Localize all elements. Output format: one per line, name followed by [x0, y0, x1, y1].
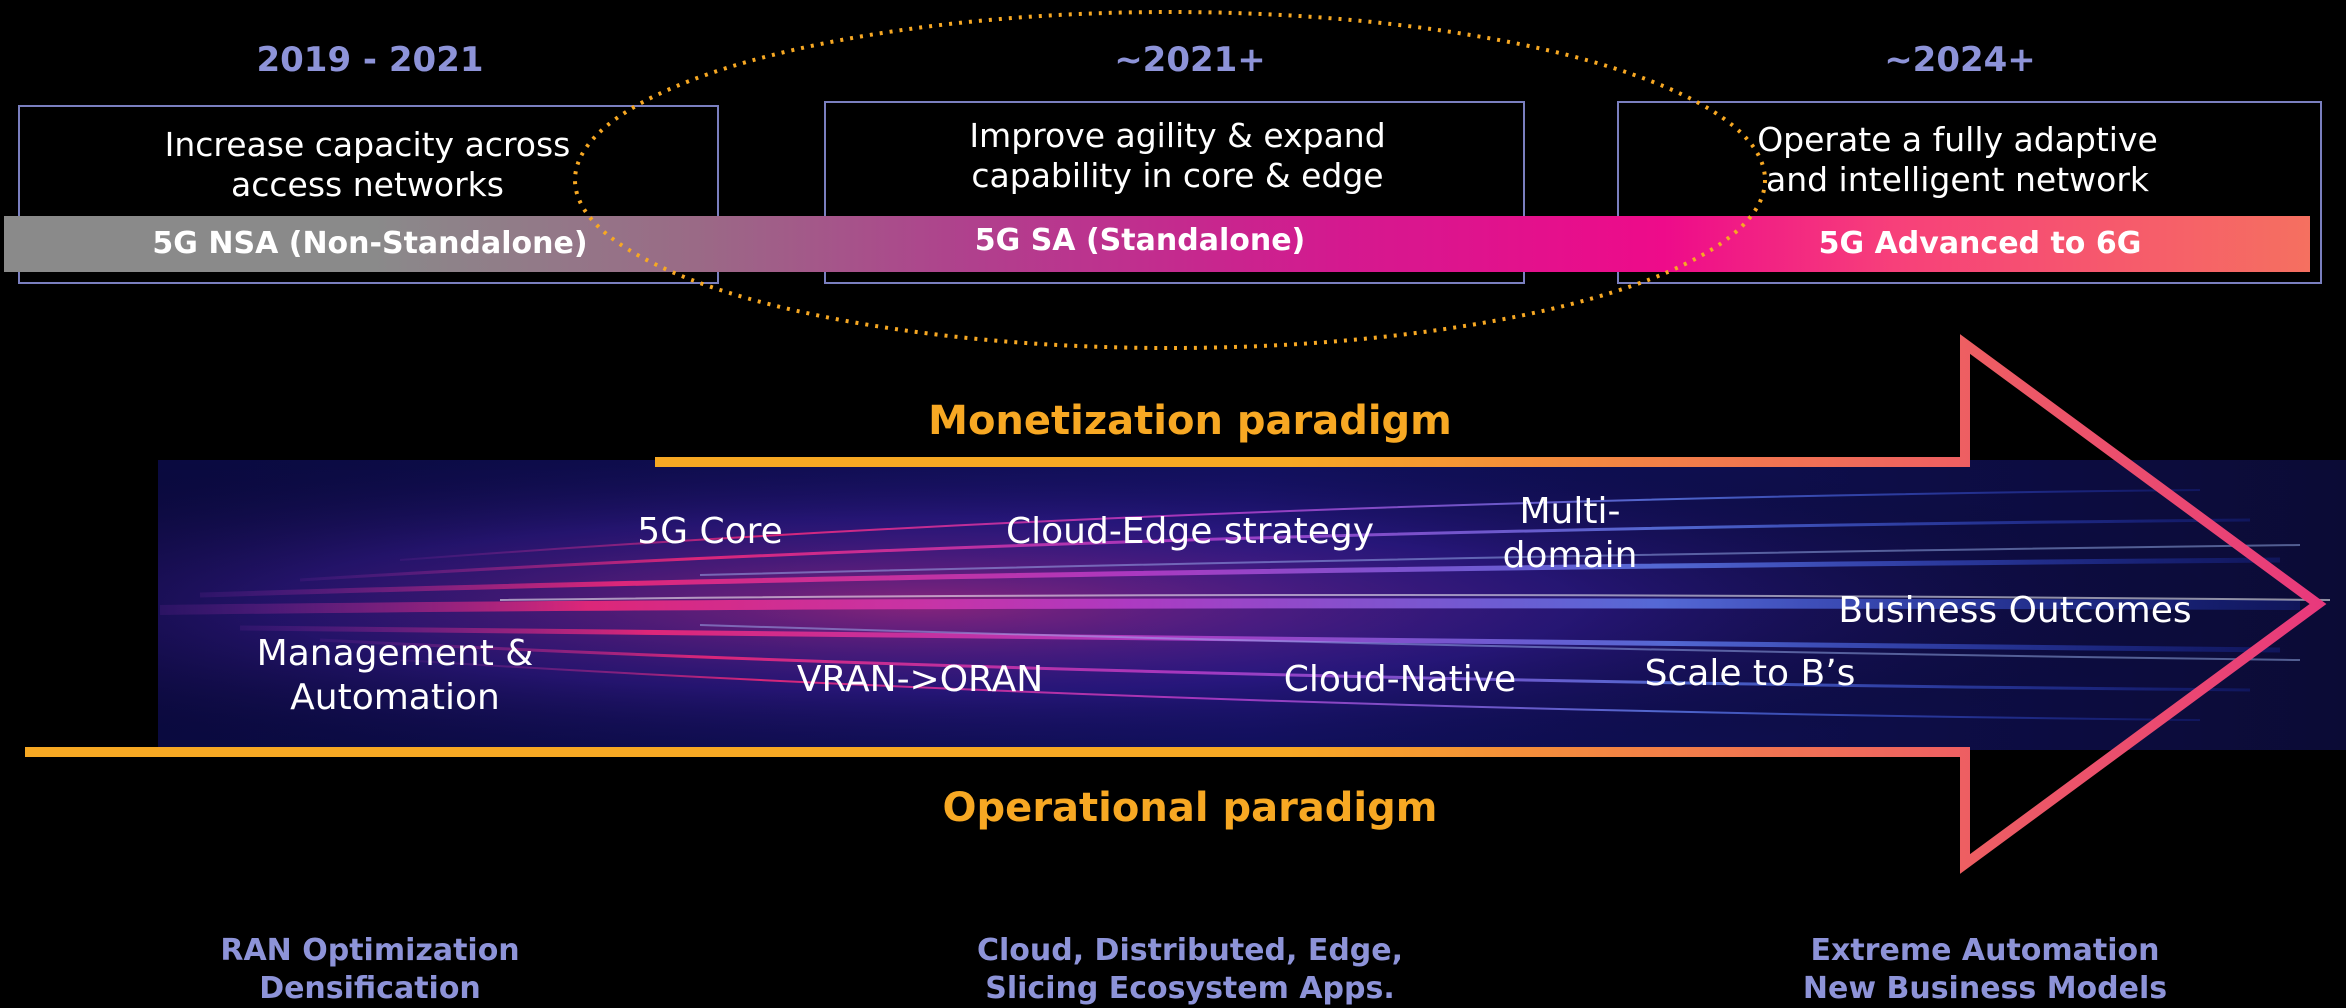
- operational-paradigm: Operational paradigm: [942, 785, 1438, 831]
- bottom-label-3: Extreme Automation New Business Models: [1765, 932, 2205, 1008]
- label-management-line2: Automation: [290, 677, 500, 718]
- label-business-outcomes: Business Outcomes: [1838, 590, 2192, 631]
- era-box-2: [824, 101, 1525, 284]
- era-box-1: [18, 105, 719, 284]
- monetization-paradigm: Monetization paradigm: [928, 398, 1452, 444]
- band-label-advanced: 5G Advanced to 6G: [1818, 226, 2142, 261]
- era-year-2: ~2021+: [1114, 40, 1266, 80]
- big-arrow-outline: [25, 334, 2327, 874]
- era-description-1-line2: access networks: [231, 165, 504, 204]
- era-description-2-line2: capability in core & edge: [971, 156, 1384, 195]
- label-5g-core: 5G Core: [637, 511, 783, 552]
- era-description-3-line1: Operate a fully adaptive: [1757, 120, 2158, 159]
- bottom-label-3-line1: Extreme Automation: [1810, 933, 2160, 968]
- bottom-label-1-line2: Densification: [259, 971, 481, 1006]
- light-streaks: [159, 489, 2331, 721]
- label-cloud-edge-strategy: Cloud-Edge strategy: [1005, 511, 1374, 552]
- era-box-3: [1617, 101, 2322, 284]
- era-year-3: ~2024+: [1884, 40, 2036, 80]
- dotted-highlight-ellipse: [573, 10, 1767, 350]
- label-scale-to-bs: Scale to B’s: [1644, 653, 1856, 694]
- era-description-3: Operate a fully adaptive and intelligent…: [1650, 120, 2265, 200]
- era-year-1: 2019 - 2021: [256, 40, 484, 80]
- label-management-automation: Management & Automation: [220, 632, 570, 720]
- label-multi-domain-line2: domain: [1502, 535, 1638, 576]
- label-cloud-native: Cloud-Native: [1283, 659, 1517, 700]
- bottom-label-2: Cloud, Distributed, Edge, Slicing Ecosys…: [930, 932, 1450, 1008]
- era-description-2-line1: Improve agility & expand: [969, 116, 1386, 155]
- bottom-label-2-line2: Slicing Ecosystem Apps.: [985, 971, 1395, 1006]
- band-label-sa: 5G SA (Standalone): [974, 223, 1306, 258]
- bottom-label-3-line2: New Business Models: [1802, 971, 2168, 1006]
- era-description-1-line1: Increase capacity across: [164, 125, 571, 164]
- bottom-label-2-line1: Cloud, Distributed, Edge,: [976, 933, 1404, 968]
- era-description-3-line2: and intelligent network: [1765, 160, 2149, 199]
- bottom-label-1-line1: RAN Optimization: [220, 933, 520, 968]
- band-label-nsa: 5G NSA (Non-Standalone): [152, 226, 588, 261]
- label-multi-domain: Multi- domain: [1480, 490, 1660, 578]
- era-description-2: Improve agility & expand capability in c…: [870, 116, 1485, 196]
- label-multi-domain-line1: Multi-: [1519, 491, 1621, 532]
- bottom-label-1: RAN Optimization Densification: [170, 932, 570, 1008]
- era-description-1: Increase capacity across access networks: [60, 125, 675, 205]
- timeline-band: [4, 216, 2310, 272]
- label-management-line1: Management &: [256, 633, 534, 674]
- label-vran-oran: VRAN->ORAN: [796, 659, 1044, 700]
